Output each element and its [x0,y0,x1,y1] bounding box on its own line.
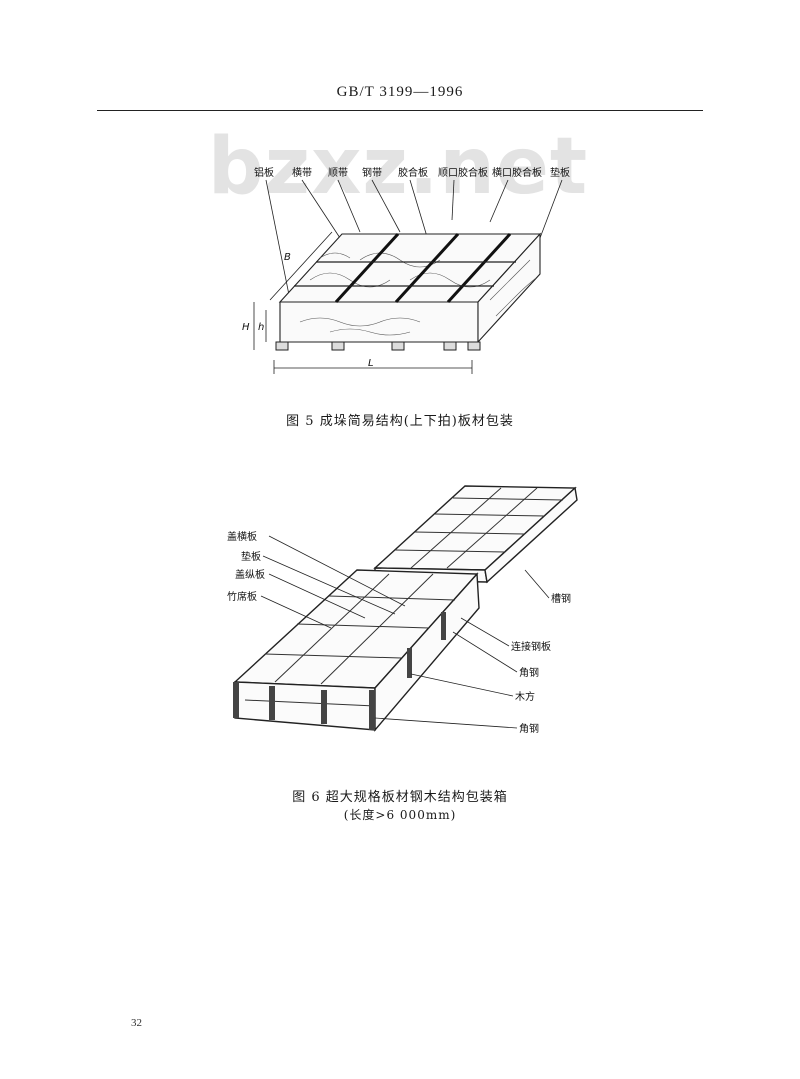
label-dianban: 垫板 [550,166,570,179]
label-lingban: 铝板 [254,166,274,179]
bottom-pads [275,341,481,351]
far-crate [373,485,578,584]
label-hengdai: 横带 [292,166,312,179]
far-crate-slats [394,487,564,569]
label-mufang: 木方 [515,690,535,703]
figure-6-caption-subtitle: (长度>6 000mm) [343,808,457,822]
label-caogang: 槽钢 [551,592,571,605]
page-number: 32 [131,1017,142,1029]
label-gaihengban: 盖横板 [227,530,257,543]
figure-6-drawing: 盖横板 垫板 盖纵板 竹席板 槽钢 连接钢板 角钢 木方 角钢 [227,485,578,735]
figure-6-caption: 图 6 超大规格板材钢木结构包装箱 [292,790,508,805]
dim-L: L [368,358,374,369]
figure-5-drawing: 铝板 横带 顺带 钢带 胶合板 顺口胶合板 横口胶合板 垫板 [242,166,570,374]
right-leaders [374,569,550,729]
figure-5: 铝板 横带 顺带 钢带 胶合板 顺口胶合板 横口胶合板 垫板 [240,160,580,380]
near-crate-slats [244,573,456,707]
dim-B: B [284,252,291,263]
label-gangdai: 钢带 [362,166,382,179]
page-header: GB/T 3199—1996 [336,84,464,100]
label-shunkou: 顺口胶合板 [438,166,488,179]
figure-5-caption: 图 5 成垛简易结构(上下拍)板材包装 [286,414,514,429]
watermark: bzxz.net [207,122,589,212]
label-jiaogang-2: 角钢 [519,722,539,735]
stack-body [278,232,542,344]
label-zhuxiban: 竹席板 [227,590,257,603]
label-gaizongban: 盖纵板 [235,568,265,581]
label-shundai: 顺带 [328,167,348,179]
label-hengkou: 横口胶合板 [492,166,542,179]
label-dianban-6: 垫板 [241,550,261,563]
near-crate-posts [233,612,446,730]
dimension-lines [253,231,473,374]
leader-lines [265,179,563,301]
figure-6: 盖横板 垫板 盖纵板 竹席板 槽钢 连接钢板 角钢 木方 角钢 [225,478,585,748]
label-lianjie: 连接钢板 [511,640,551,653]
dim-H: H [242,322,250,333]
steel-straps [334,232,512,304]
left-leaders [260,535,406,629]
dim-h: h [258,322,264,333]
label-jiaogang-1: 角钢 [519,666,539,679]
long-bands [294,261,516,287]
header-rule [97,110,703,111]
label-jiaoheban: 胶合板 [398,166,428,179]
